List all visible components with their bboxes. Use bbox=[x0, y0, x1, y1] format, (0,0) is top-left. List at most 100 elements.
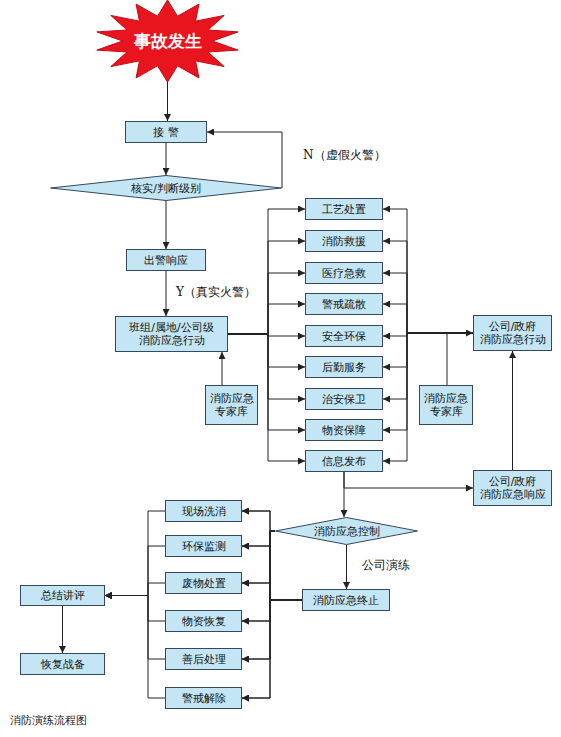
process-box: 后勤服务 bbox=[305, 356, 383, 378]
node-text-group: 恢复战备 bbox=[39, 658, 87, 671]
connector-arrow bbox=[207, 132, 282, 188]
connector-arrow bbox=[242, 531, 275, 621]
connector-arrow bbox=[105, 596, 165, 660]
node-label: 接 警 bbox=[153, 126, 179, 139]
node-label: 消防应急控制 bbox=[314, 525, 380, 538]
node-text-group: 消防应急控制 bbox=[312, 525, 382, 538]
node-text-group: 消防应急 专家库 bbox=[206, 392, 257, 418]
connector-arrow bbox=[166, 143, 167, 175]
connector-arrow bbox=[383, 333, 473, 461]
connector-arrow bbox=[242, 531, 275, 546]
edge-label: Y（真实火警） bbox=[176, 284, 256, 301]
event-burst: 事故发生 bbox=[95, 0, 240, 82]
node-text-group: 消防应急 专家库 bbox=[420, 392, 472, 418]
connector-arrow bbox=[242, 600, 302, 698]
connector-arrow bbox=[166, 271, 167, 316]
connector-arrow bbox=[62, 606, 63, 653]
node-label: 消防应急 专家库 bbox=[208, 392, 255, 418]
node-label: 总结讲评 bbox=[41, 589, 85, 602]
node-text-group: 后勤服务 bbox=[320, 361, 368, 374]
node-label: 公司/政府 消防应急响应 bbox=[476, 475, 549, 501]
process-box: 公司/政府 消防应急行动 bbox=[473, 315, 552, 351]
node-label: 消防救援 bbox=[322, 235, 366, 248]
process-box: 治安保卫 bbox=[305, 388, 383, 410]
connector-arrow bbox=[228, 273, 305, 334]
diamond-shape bbox=[276, 518, 418, 545]
node-text-group: 工艺处置 bbox=[320, 203, 368, 216]
node-label: 班组/属地/公司级 消防应急行动 bbox=[118, 321, 225, 347]
node-text-group: 环保监测 bbox=[180, 540, 228, 553]
edge-label: 公司演练 bbox=[362, 557, 410, 574]
node-text-group: 总结讲评 bbox=[39, 589, 87, 602]
connector-arrow bbox=[228, 334, 305, 336]
node-label: 恢复战备 bbox=[41, 658, 85, 671]
connector-arrow bbox=[242, 511, 275, 531]
node-text-group: 警戒疏散 bbox=[320, 298, 368, 311]
connector-arrow bbox=[383, 209, 473, 333]
connector-arrow bbox=[242, 546, 302, 600]
connector-arrow bbox=[383, 333, 473, 367]
node-text-group: 出警响应 bbox=[142, 254, 190, 267]
connector-arrow bbox=[167, 82, 168, 121]
connector-arrow bbox=[242, 600, 302, 659]
node-text-group: 安全环保 bbox=[320, 330, 368, 343]
process-box: 物资恢复 bbox=[165, 610, 242, 632]
connector-arrow bbox=[344, 472, 345, 517]
node-label: 事故发生 bbox=[134, 31, 202, 51]
node-label: 环保监测 bbox=[182, 540, 226, 553]
node-label: 废物处置 bbox=[182, 577, 226, 590]
connector-arrow bbox=[105, 596, 165, 699]
connector-arrow bbox=[105, 583, 165, 596]
node-text-group: 治安保卫 bbox=[320, 393, 368, 406]
process-box: 出警响应 bbox=[126, 249, 206, 271]
connector-arrow bbox=[228, 304, 305, 334]
connector-arrow bbox=[383, 241, 473, 333]
connector-arrow bbox=[447, 333, 473, 385]
node-label: 安全环保 bbox=[322, 330, 366, 343]
node-text-group: 医疗急救 bbox=[320, 267, 368, 280]
connector-arrow bbox=[344, 472, 473, 488]
process-box: 消防应急终止 bbox=[302, 589, 390, 611]
process-box: 班组/属地/公司级 消防应急行动 bbox=[115, 316, 228, 352]
node-label: 物资保障 bbox=[322, 424, 366, 437]
node-text-group: 物资恢复 bbox=[180, 615, 228, 628]
node-text-group: 废物处置 bbox=[180, 577, 228, 590]
node-text-group: 警戒解除 bbox=[180, 692, 228, 705]
node-label: 核实/判断级别 bbox=[131, 182, 201, 195]
connector-arrow bbox=[242, 583, 302, 600]
node-label: 出警响应 bbox=[144, 254, 188, 267]
connector-arrow bbox=[105, 511, 165, 596]
connector-arrow bbox=[512, 351, 513, 470]
connector-arrow bbox=[383, 333, 473, 336]
connector-arrow bbox=[383, 333, 473, 430]
resource-box: 消防应急 专家库 bbox=[419, 385, 473, 425]
process-box: 环保监测 bbox=[165, 535, 242, 557]
node-label: 治安保卫 bbox=[322, 393, 366, 406]
burst-shape bbox=[97, 0, 238, 82]
process-box: 现场洗消 bbox=[165, 500, 242, 522]
node-label: 物资恢复 bbox=[182, 615, 226, 628]
process-box: 恢复战备 bbox=[20, 653, 105, 675]
process-box: 安全环保 bbox=[305, 325, 383, 347]
node-text-group: 公司/政府 消防应急行动 bbox=[474, 320, 551, 346]
connector-arrow bbox=[105, 596, 165, 622]
node-text-group: 物资保障 bbox=[320, 424, 368, 437]
node-text-group: 消防应急终止 bbox=[311, 594, 381, 607]
process-box: 警戒疏散 bbox=[305, 293, 383, 315]
connector-arrow bbox=[242, 531, 275, 698]
node-label: 公司/政府 消防应急行动 bbox=[476, 320, 549, 346]
connector-arrow bbox=[242, 531, 275, 583]
process-box: 工艺处置 bbox=[305, 198, 383, 220]
node-text-group: 公司/政府 消防应急响应 bbox=[474, 475, 551, 501]
edge-label: N（虚假火警） bbox=[303, 147, 386, 164]
connector-arrow bbox=[228, 209, 305, 334]
process-box: 物资保障 bbox=[305, 419, 383, 441]
connector-arrow bbox=[166, 201, 167, 249]
process-box: 总结讲评 bbox=[20, 585, 105, 606]
node-label: 现场洗消 bbox=[182, 505, 226, 518]
connector-arrow bbox=[242, 531, 275, 659]
decision-diamond: 消防应急控制 bbox=[275, 517, 418, 545]
process-box: 废物处置 bbox=[165, 572, 242, 594]
connector-arrow bbox=[105, 546, 165, 596]
